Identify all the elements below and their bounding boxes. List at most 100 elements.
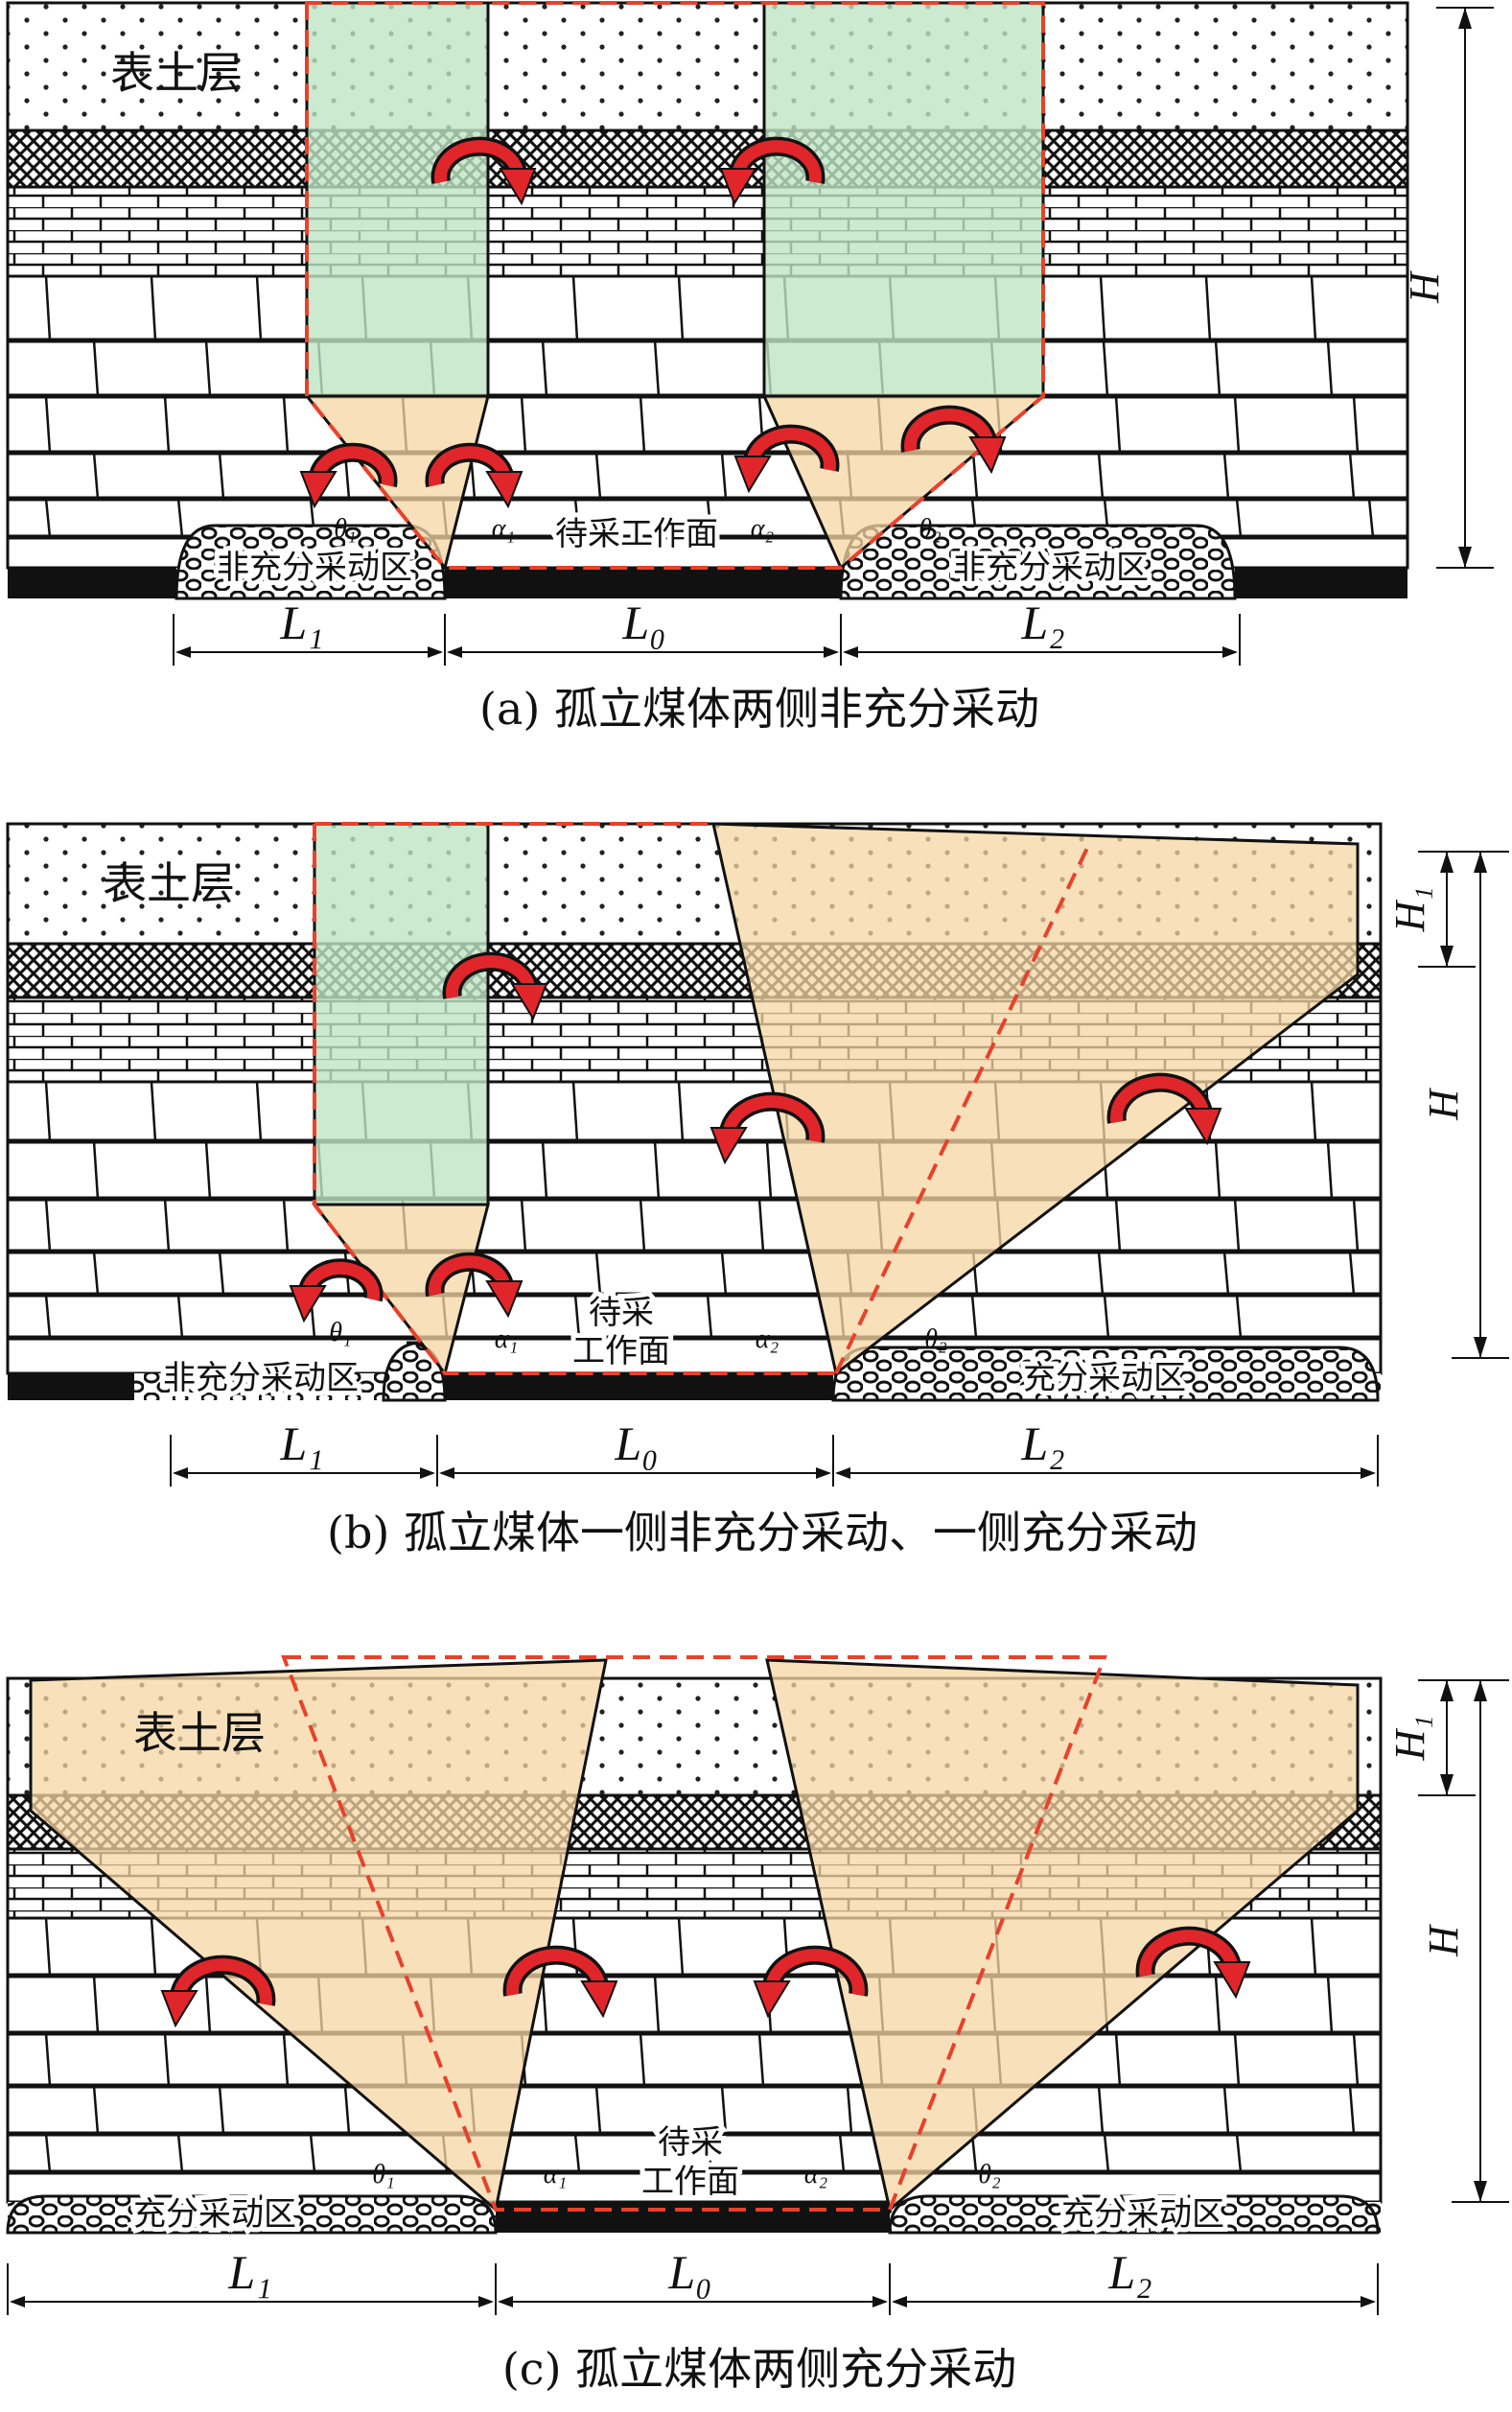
rock-joint bbox=[1214, 1140, 1221, 1200]
rock-joint bbox=[44, 2133, 52, 2173]
undisturbed-column-zone bbox=[762, 1, 1045, 398]
rotation-arrow-icon bbox=[430, 136, 537, 206]
arrow-body bbox=[301, 1261, 381, 1301]
topsoil-label: 表土层 bbox=[133, 1707, 266, 1759]
rock-joint bbox=[1114, 395, 1122, 454]
arrow-head bbox=[1184, 1108, 1222, 1146]
height-H-label: H bbox=[1420, 1088, 1467, 1121]
rock-joint bbox=[573, 1294, 581, 1339]
dimension-arrowhead bbox=[420, 1467, 435, 1479]
arrow-body bbox=[428, 1255, 511, 1297]
rock-joint bbox=[176, 1294, 184, 1339]
rock-joint bbox=[594, 452, 602, 500]
height-H1-arrowhead bbox=[1440, 852, 1454, 873]
dimension-arrowhead bbox=[447, 646, 462, 658]
arrow-body bbox=[1139, 1930, 1239, 1978]
arrow-head bbox=[485, 1280, 523, 1319]
height-H1-label: H₁ bbox=[1386, 886, 1433, 932]
rock-joint bbox=[176, 2133, 184, 2173]
coal-seam bbox=[496, 2202, 890, 2233]
alpha2-angle-label: α₂ bbox=[756, 1324, 779, 1354]
theta2-angle-label: θ₂ bbox=[978, 2160, 1001, 2190]
dimension-label-l0: L₀ bbox=[621, 596, 665, 649]
rock-joint bbox=[44, 2032, 52, 2087]
rock-joint bbox=[163, 1198, 171, 1253]
dimension-arrowhead bbox=[892, 2296, 907, 2307]
rock-joint bbox=[282, 2032, 290, 2087]
goaf-rubble bbox=[6, 2194, 498, 2235]
rock-joint bbox=[1352, 2032, 1360, 2087]
rock-joint bbox=[706, 498, 713, 538]
arrow-head bbox=[160, 1990, 198, 2028]
rock-joint bbox=[1367, 498, 1375, 538]
goaf-rubble bbox=[888, 2194, 1380, 2235]
dimension-label-l1: L₁ bbox=[227, 2245, 271, 2299]
rock-joint bbox=[571, 275, 579, 341]
panel-caption: (c) 孤立煤体两侧充分采动 bbox=[502, 2343, 1016, 2395]
undisturbed-column-zone bbox=[305, 1, 490, 398]
rotation-arrow-icon bbox=[160, 1955, 276, 2028]
arrow-head bbox=[753, 1980, 791, 2019]
rock-joint bbox=[541, 340, 548, 397]
arrow-body bbox=[722, 1095, 822, 1143]
rock-joint bbox=[218, 1251, 225, 1296]
rock-joint bbox=[677, 1081, 685, 1142]
theta1-angle-label: θ₁ bbox=[329, 1318, 352, 1347]
dashed-boundary bbox=[305, 1, 1045, 570]
arrow-body bbox=[428, 446, 511, 487]
rock-joint bbox=[573, 498, 581, 538]
topsoil-label: 表土层 bbox=[110, 47, 243, 99]
arrow-head bbox=[499, 168, 537, 206]
arrow-body bbox=[173, 1958, 272, 2006]
rock-joint bbox=[1310, 1081, 1317, 1142]
dashed-boundary bbox=[281, 1655, 1107, 2212]
alpha1-angle-label: α₁ bbox=[544, 2160, 567, 2190]
theta1-angle-label: θ₁ bbox=[334, 514, 357, 544]
rock-joint bbox=[1114, 1198, 1122, 1253]
right-goaf-label: 充分采动区 bbox=[1023, 1359, 1186, 1397]
rock-joint bbox=[204, 1140, 212, 1200]
rock-joint bbox=[520, 1198, 527, 1253]
coal-seam bbox=[445, 568, 841, 598]
dimension-label-l0: L₀ bbox=[667, 2245, 711, 2299]
dimension-arrowhead bbox=[1361, 1467, 1376, 1479]
rock-joint bbox=[163, 395, 171, 454]
height-H-label: H bbox=[1420, 1924, 1467, 1957]
height-H-label: H bbox=[1401, 270, 1448, 304]
rotation-arrow-icon bbox=[299, 442, 398, 509]
rock-joint bbox=[1103, 2133, 1110, 2173]
rotation-arrow-icon bbox=[425, 1252, 523, 1319]
arrow-body bbox=[312, 446, 395, 487]
rock-joint bbox=[720, 1251, 728, 1296]
height-H-arrowhead bbox=[1474, 852, 1487, 873]
subsidence-influence-zone bbox=[765, 1658, 1360, 2213]
rock-joint bbox=[92, 452, 100, 500]
rock-joint bbox=[1310, 1917, 1317, 1977]
dimension-arrowhead bbox=[173, 1467, 188, 1479]
rotation-arrow-icon bbox=[733, 424, 840, 494]
rock-joint bbox=[846, 2085, 853, 2135]
dimension-label-l1: L₁ bbox=[279, 1417, 323, 1470]
alpha2-angle-label: α₂ bbox=[804, 2160, 828, 2190]
rock-joint bbox=[1222, 1251, 1230, 1296]
dimension-label-l1: L₁ bbox=[279, 596, 323, 649]
rock-joint bbox=[706, 2133, 713, 2173]
dimension-arrowhead bbox=[1222, 646, 1238, 658]
theta1-angle-label: θ₁ bbox=[372, 2160, 395, 2190]
topsoil-layer bbox=[6, 1, 1409, 132]
rock-joint bbox=[1310, 275, 1317, 341]
rock-joint bbox=[541, 1140, 548, 1200]
rock-joint bbox=[163, 2032, 171, 2087]
arrow-body bbox=[506, 1949, 606, 1997]
rock-joint bbox=[541, 1975, 548, 2034]
rock-joint bbox=[1097, 452, 1105, 500]
rock-joint bbox=[1348, 1251, 1356, 1296]
limestone-layer bbox=[6, 185, 1409, 278]
arrow-head bbox=[733, 456, 772, 494]
left-goaf-label: 非充分采动区 bbox=[217, 549, 412, 587]
rock-joint bbox=[150, 1081, 157, 1142]
dimension-label-l2: L₂ bbox=[1020, 596, 1064, 649]
rock-joint bbox=[309, 2133, 316, 2173]
goaf-rubble bbox=[174, 524, 447, 600]
rock-joint bbox=[594, 1251, 602, 1296]
